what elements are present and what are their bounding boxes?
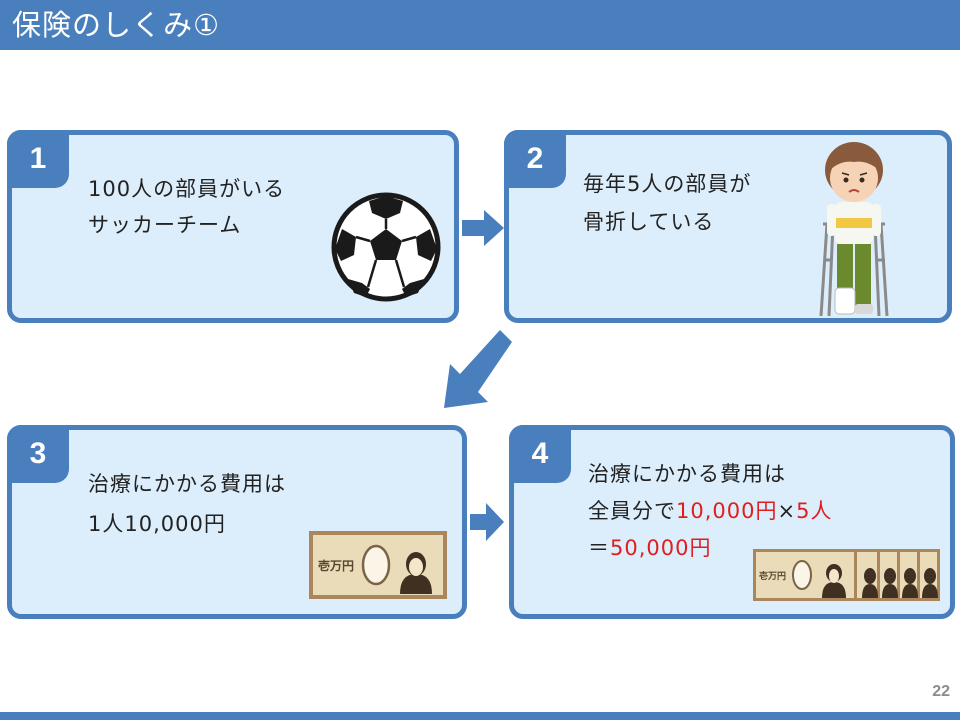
stacked-banknotes-icon: 壱万円: [753, 549, 940, 601]
arrow-down-left-icon: [444, 330, 512, 408]
step-2-line-1: 毎年5人の部員が: [583, 172, 752, 196]
step-4-total: 50,000円: [610, 536, 712, 560]
injured-boy-crutches-icon: [819, 142, 889, 317]
step-number-4: 4: [509, 425, 571, 483]
stack-bill-label: 壱万円: [759, 570, 786, 582]
step-card-2: 2 毎年5人の部員が 骨折している: [504, 130, 952, 323]
step-3-line-2: 1人10,000円: [88, 512, 226, 536]
arrow-right-icon: [462, 210, 504, 246]
step-1-line-2: サッカーチーム: [88, 213, 242, 237]
step-3-line-1: 治療にかかる費用は: [88, 472, 286, 496]
soccer-ball-icon: [331, 192, 441, 302]
yen-banknote-icon: 壱万円: [309, 531, 447, 599]
step-card-1: 1 100人の部員がいる サッカーチーム: [7, 130, 459, 323]
step-4-amount: 10,000円: [676, 499, 778, 523]
step-4-equals: ＝: [588, 536, 610, 560]
arrow-right-icon: [470, 503, 504, 541]
title-bar: 保険のしくみ①: [0, 0, 960, 50]
step-number-1: 1: [7, 130, 69, 188]
step-4-times: ×: [777, 499, 797, 523]
page-number: 22: [932, 683, 950, 700]
step-number-3: 3: [7, 425, 69, 483]
step-4-line-1: 治療にかかる費用は: [588, 462, 786, 486]
step-4-people: 5人: [796, 499, 833, 523]
step-1-line-1: 100人の部員がいる: [88, 177, 286, 201]
footer-bar: [0, 712, 960, 720]
step-2-line-2: 骨折している: [583, 210, 715, 234]
bill-label: 壱万円: [318, 558, 354, 573]
slide-title: 保険のしくみ①: [12, 8, 221, 42]
step-card-3: 3 治療にかかる費用は 1人10,000円 壱万円: [7, 425, 467, 619]
step-4-line-2: 全員分で10,000円×5人: [588, 494, 832, 528]
step-4-line-3: ＝50,000円: [588, 531, 711, 565]
step-card-4: 4 治療にかかる費用は 全員分で10,000円×5人 ＝50,000円 壱万円: [509, 425, 955, 619]
step-number-2: 2: [504, 130, 566, 188]
step-4-prefix: 全員分で: [588, 499, 676, 523]
